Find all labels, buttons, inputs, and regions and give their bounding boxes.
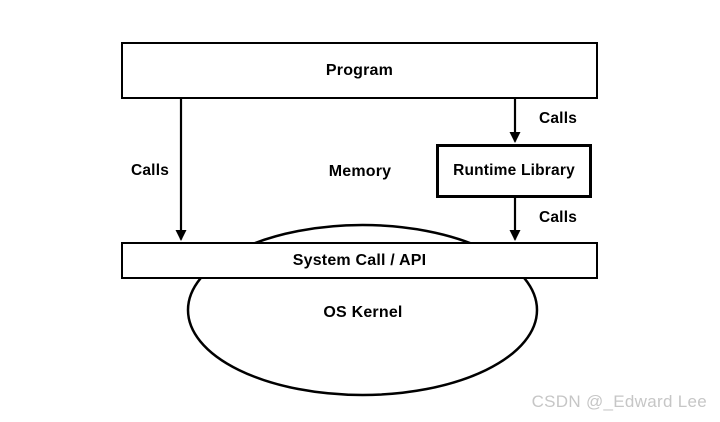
calls-label-bottom-right: Calls <box>538 209 578 226</box>
runtime-library-box: Runtime Library <box>436 144 592 198</box>
program-box: Program <box>121 42 598 99</box>
watermark-text: CSDN @_Edward Lee <box>531 392 707 411</box>
system-call-api-box-label: System Call / API <box>292 251 427 269</box>
memory-label: Memory <box>328 163 392 180</box>
system-call-api-box: System Call / API <box>121 242 598 279</box>
runtime-library-box-label: Runtime Library <box>453 162 575 179</box>
program-box-label: Program <box>325 61 394 79</box>
calls-label-left: Calls <box>130 162 170 179</box>
os-kernel-label: OS Kernel <box>323 304 403 321</box>
calls-label-top-right: Calls <box>538 110 578 127</box>
